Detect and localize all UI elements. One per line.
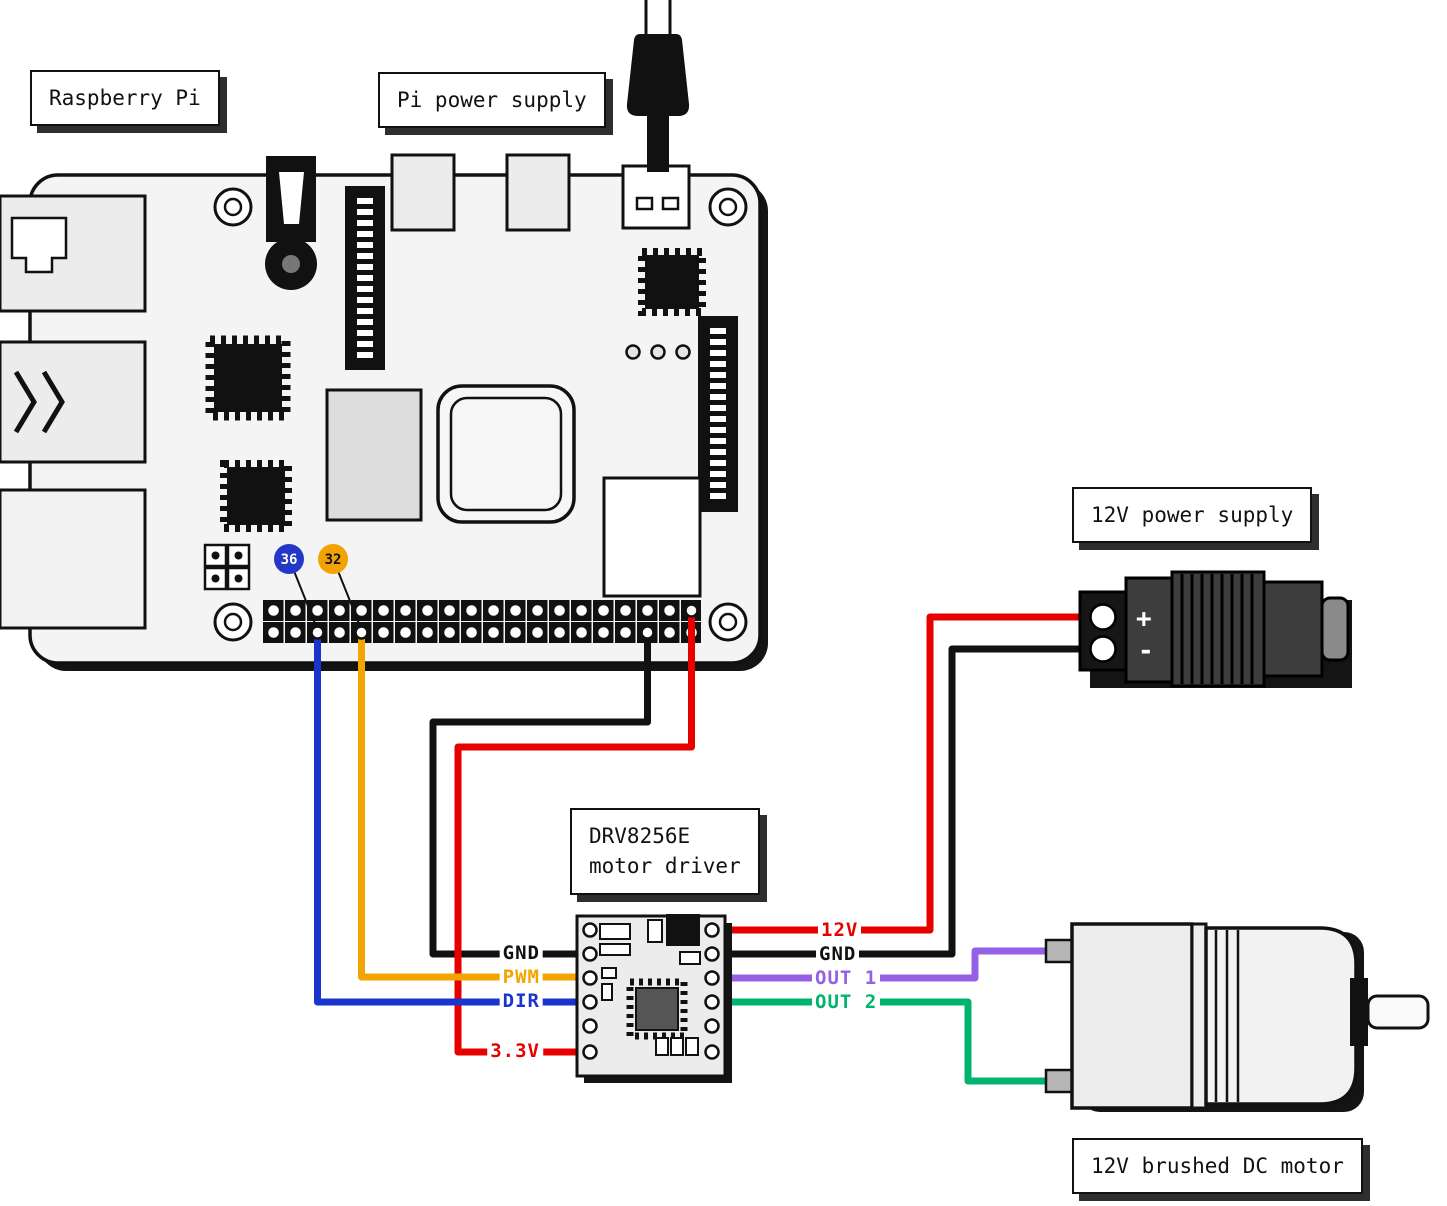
usb-controller-chip xyxy=(205,335,291,421)
supply-12v: + - xyxy=(1078,570,1352,688)
pi-power-cable xyxy=(626,0,690,172)
motor-terminal-top xyxy=(1044,938,1076,964)
status-leds xyxy=(625,344,691,360)
ethernet-chip xyxy=(220,460,292,532)
raspberry-pi-board xyxy=(0,153,768,671)
wire-12v xyxy=(710,613,1090,934)
driver-pin-label-gnd-left: GND xyxy=(499,942,543,964)
driver-component-5 xyxy=(601,967,617,979)
motor-shaft-hub xyxy=(1350,978,1368,1046)
hdmi-port-1 xyxy=(390,153,456,232)
driver-component-1 xyxy=(599,923,631,940)
driver-component-9 xyxy=(685,1037,699,1056)
gpio-pin-badge-36: 36 xyxy=(274,544,317,627)
motor-gearbox-plate xyxy=(1190,922,1208,1110)
power-cable-cord xyxy=(644,0,672,40)
csi-connector xyxy=(698,316,738,512)
wire-gnd-supply xyxy=(710,645,1090,958)
wireless-shield xyxy=(436,384,576,524)
driver-pin-label-3v3: 3.3V xyxy=(487,1040,543,1062)
supply-terminal-minus xyxy=(1089,635,1117,663)
driver-component-6 xyxy=(601,983,613,1001)
driver-component-8 xyxy=(670,1037,684,1056)
supply-barrel-tip xyxy=(1320,596,1350,662)
supply-adapter-head xyxy=(1124,576,1174,684)
motor-body xyxy=(1204,926,1358,1106)
sd-slot xyxy=(602,476,702,598)
gpio-connection-points xyxy=(310,603,699,640)
supply-barrel-grip xyxy=(1170,570,1266,688)
driver-pin-label-12v: 12V xyxy=(818,919,862,941)
driver-component-7 xyxy=(655,1037,669,1056)
motor-driver-board xyxy=(575,914,732,1083)
gpio-header xyxy=(263,600,706,643)
wire-pwm xyxy=(358,632,592,981)
driver-pin-label-gnd-right: GND xyxy=(816,943,860,965)
driver-component-2 xyxy=(599,943,631,956)
power-management-chip xyxy=(638,248,706,316)
motor-shaft xyxy=(1366,994,1430,1030)
usb-c-power-port xyxy=(621,164,691,230)
gpio-pin-badge-32: 32 xyxy=(318,544,361,627)
wire-gnd-pi-to-driver xyxy=(429,632,651,958)
wire-out2 xyxy=(710,998,1060,1085)
driver-pin-label-dir: DIR xyxy=(499,990,543,1012)
dsi-connector xyxy=(345,186,385,370)
power-plug-neck xyxy=(647,114,669,172)
supply-plus-sign: + xyxy=(1136,604,1152,634)
driver-pins-right xyxy=(704,922,720,1060)
hdmi-port-2 xyxy=(505,153,571,232)
supply-barrel-body xyxy=(1262,580,1324,678)
supply-terminal-block xyxy=(1078,590,1128,672)
label-motor-driver: DRV8256E motor driver xyxy=(570,808,760,895)
supply-terminal-plus xyxy=(1089,603,1117,631)
label-pi-power-supply: Pi power supply xyxy=(378,72,606,129)
driver-main-chip xyxy=(626,978,688,1040)
ram-chip xyxy=(325,388,423,522)
driver-component-3 xyxy=(647,919,663,943)
power-plug-body xyxy=(626,34,690,116)
driver-pin-label-out2: OUT 2 xyxy=(812,991,881,1013)
usb-port-stack-top xyxy=(0,340,147,464)
label-dc-motor: 12V brushed DC motor xyxy=(1072,1138,1363,1195)
label-motor-driver-line1: DRV8256E xyxy=(589,824,691,848)
supply-minus-sign: - xyxy=(1138,636,1154,666)
driver-pins-left xyxy=(582,922,598,1060)
driver-ic-small xyxy=(666,914,700,946)
motor-gearbox xyxy=(1070,922,1194,1110)
label-raspberry-pi: Raspberry Pi xyxy=(30,70,220,127)
driver-pin-label-out1: OUT 1 xyxy=(812,967,881,989)
driver-component-4 xyxy=(679,951,701,965)
dc-motor xyxy=(1044,922,1430,1112)
motor-terminal-bottom xyxy=(1044,1068,1076,1094)
ethernet-port xyxy=(0,194,147,313)
label-12v-power-supply: 12V power supply xyxy=(1072,487,1313,544)
poe-header xyxy=(203,543,251,591)
driver-pin-label-pwm: PWM xyxy=(499,966,543,988)
badge-36-label: 36 xyxy=(281,552,298,568)
usb-port-stack-bottom xyxy=(0,488,147,630)
badge-32-label: 32 xyxy=(325,552,342,568)
mounting-holes xyxy=(213,187,748,642)
av-jack xyxy=(265,156,317,290)
label-motor-driver-line2: motor driver xyxy=(589,854,741,879)
